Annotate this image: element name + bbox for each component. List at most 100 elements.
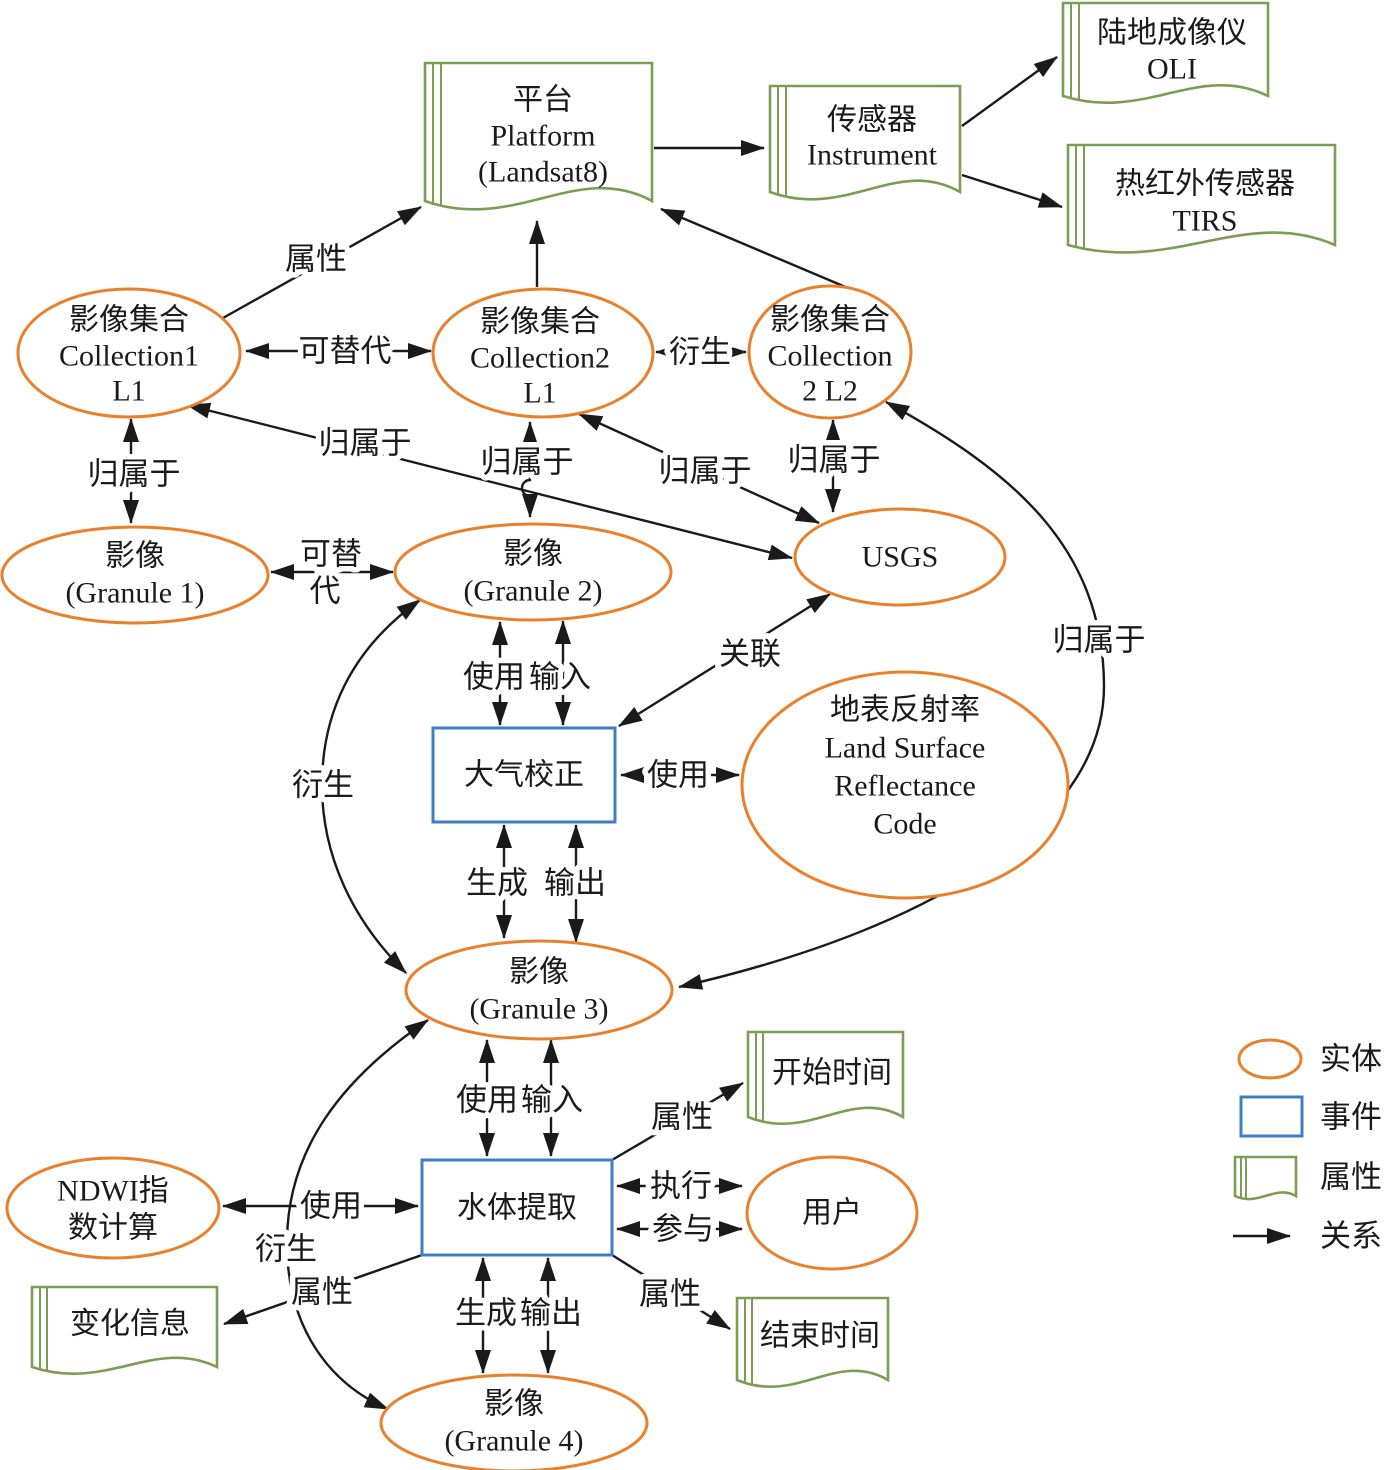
legend-entity-label: 实体: [1320, 1042, 1382, 1077]
edge-water-endtime: [611, 1253, 731, 1331]
edge-label-input: 输入: [529, 660, 591, 695]
edge-label-use: 使用: [463, 660, 525, 695]
edge-instrument-oli: [961, 56, 1058, 127]
node-atmospheric-correction: 大气校正: [431, 726, 617, 824]
node-platform-line2: Platform: [491, 120, 596, 153]
node-oli-line2: OLI: [1147, 53, 1197, 86]
node-collection2-l1: 影像集合 Collection2 L1: [431, 287, 655, 419]
edge-label-belong: 归属于: [659, 454, 752, 489]
edge-labels: 属性 可替代 衍生 归属于 归属于 归属于 归属于 归属于 可替 代 使用 输入…: [82, 236, 1151, 1336]
node-collection2l1-line3: L1: [523, 377, 556, 410]
node-tirs-line2: TIRS: [1172, 205, 1237, 238]
node-tirs-line1: 热红外传感器: [1115, 168, 1295, 201]
edge-granule3-granule4-derive: [285, 1019, 429, 1411]
edge-granule2-granule3-derive: [320, 599, 421, 974]
node-ndwi: NDWI指 数计算: [5, 1156, 221, 1260]
edge-label-attribute: 属性: [285, 242, 347, 277]
node-collection2l2-line1: 影像集合: [770, 304, 890, 337]
legend-event-label: 事件: [1320, 1100, 1382, 1135]
node-collection2l1-line2: Collection2: [470, 342, 610, 375]
node-granule2: 影像 (Granule 2): [393, 522, 673, 622]
edge-label-derive: 衍生: [255, 1232, 317, 1267]
edge-label-belong: 归属于: [481, 445, 574, 480]
entity-shape: [379, 1373, 649, 1470]
node-usgs-line1: USGS: [862, 541, 939, 574]
node-collection2-l2: 影像集合 Collection 2 L2: [747, 284, 913, 420]
entity-shape: [16, 287, 242, 419]
edge-label-use: 使用: [456, 1083, 518, 1118]
document-shape: [735, 1296, 890, 1388]
legend-relation: 关系: [1233, 1219, 1382, 1254]
edge-label-output: 输出: [520, 1296, 582, 1331]
node-ndwi-line1: NDWI指: [57, 1175, 169, 1208]
edge-label-belong: 归属于: [88, 457, 181, 492]
edge-collection1l1-platform: [222, 205, 422, 320]
node-instrument-line2: Instrument: [807, 139, 938, 172]
edge-label-derive: 衍生: [669, 335, 731, 370]
node-granule2-line1: 影像: [503, 538, 563, 571]
node-collection2l2-line2: Collection: [768, 340, 893, 373]
node-granule1: 影像 (Granule 1): [0, 525, 270, 625]
node-granule4: 影像 (Granule 4): [379, 1373, 649, 1470]
node-oli-line1: 陆地成像仪: [1097, 17, 1247, 50]
node-lsrc-line1: 地表反射率: [830, 694, 980, 727]
node-platform: 平台 Platform (Landsat8): [423, 61, 654, 211]
nodes: 平台 Platform (Landsat8) 传感器 Instrument 陆地…: [0, 1, 1337, 1470]
edge-label-participate: 参与: [652, 1212, 714, 1247]
node-collection1-l1: 影像集合 Collection1 L1: [16, 287, 242, 419]
node-lsrc-line2: Land Surface: [825, 732, 986, 765]
node-collection1l1-line1: 影像集合: [69, 304, 189, 337]
legend-attribute-label: 属性: [1320, 1160, 1382, 1195]
node-platform-line1: 平台: [513, 84, 573, 117]
edge-label-output: 输出: [544, 866, 606, 901]
node-instrument-line1: 传感器: [827, 104, 917, 137]
edge-water-starttime: [611, 1081, 744, 1162]
node-water-extraction: 水体提取: [420, 1158, 614, 1257]
edge-label-relate: 关联: [719, 637, 781, 672]
event-shape: [431, 726, 617, 824]
edge-collection2l1-granule2: [520, 421, 538, 518]
node-user-line1: 用户: [802, 1197, 862, 1230]
entity-shape: [793, 507, 1007, 607]
node-collection1l1-line2: Collection1: [59, 340, 199, 373]
edge-label-replaceable-line2: 代: [310, 574, 341, 609]
node-lsrc-line4: Code: [873, 808, 936, 841]
node-start-time: 开始时间: [746, 1030, 905, 1125]
entity-shape: [5, 1156, 221, 1260]
node-lsrc: 地表反射率 Land Surface Reflectance Code: [740, 670, 1070, 900]
entity-shape: [431, 287, 655, 419]
edge-label-replaceable: 可替代: [299, 334, 392, 369]
event-symbol: [1239, 1095, 1304, 1138]
edge-label-generate: 生成: [455, 1296, 517, 1331]
entity-shape: [745, 1155, 919, 1271]
node-starttime-line1: 开始时间: [772, 1057, 892, 1090]
edge-label-use: 使用: [647, 758, 709, 793]
node-change-info: 变化信息: [30, 1285, 219, 1376]
node-collection1l1-line3: L1: [112, 375, 145, 408]
document-shape: [423, 61, 654, 211]
edge-label-input: 输入: [521, 1083, 583, 1118]
node-granule1-line2: (Granule 1): [65, 577, 204, 610]
entity-shape: [740, 670, 1070, 900]
edge-label-attribute: 属性: [291, 1275, 353, 1310]
edge-label-belong: 归属于: [319, 426, 412, 461]
edge-water-changeinfo: [223, 1253, 423, 1326]
legend-relation-label: 关系: [1320, 1219, 1382, 1254]
node-lsrc-line3: Reflectance: [834, 770, 976, 803]
node-granule4-line1: 影像: [484, 1388, 544, 1421]
node-platform-line3: (Landsat8): [478, 156, 608, 189]
edge-collection2l2-platform: [660, 207, 856, 293]
edges: [123, 56, 1106, 1411]
entity-shape: [393, 522, 673, 622]
entity-symbol: [1237, 1038, 1303, 1080]
legend: 实体 事件 属性 关系: [1233, 1038, 1382, 1254]
legend-entity: 实体: [1237, 1038, 1382, 1080]
event-shape: [420, 1158, 614, 1257]
edge-label-attribute: 属性: [651, 1100, 713, 1135]
entity-shape: [404, 939, 674, 1041]
edge-label-use: 使用: [300, 1189, 362, 1224]
node-collection2l1-line1: 影像集合: [480, 306, 600, 339]
node-changeinfo-line1: 变化信息: [70, 1308, 190, 1341]
node-usgs: USGS: [793, 507, 1007, 607]
